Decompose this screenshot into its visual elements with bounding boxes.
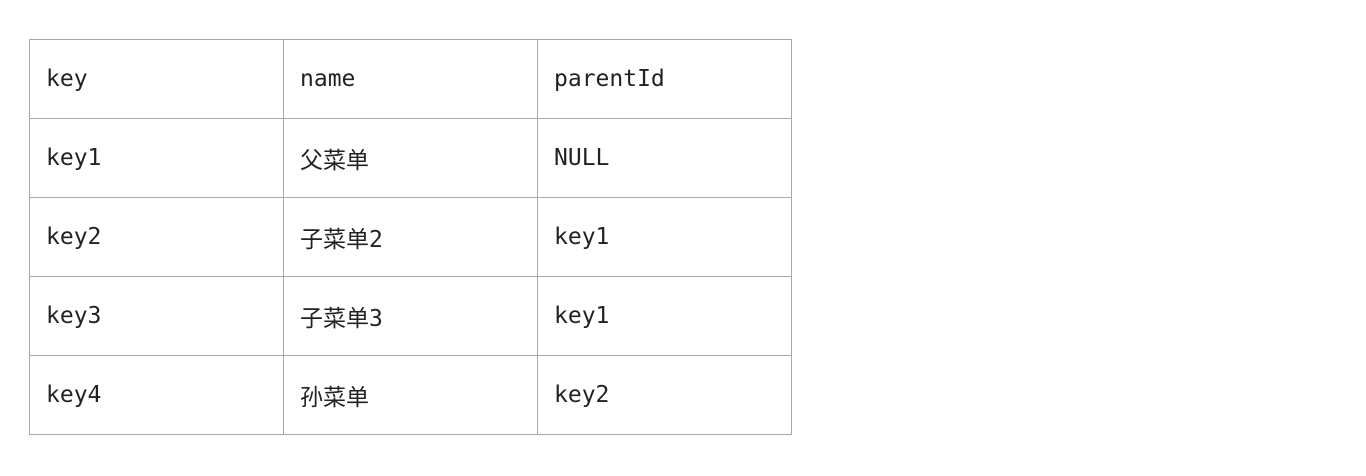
cell-key: key3 — [29, 276, 284, 356]
header-cell-key: key — [29, 39, 284, 119]
table-header-row: key name parentId — [29, 39, 792, 119]
menu-table: key name parentId key1 父菜单 NULL key2 子菜单… — [29, 39, 792, 435]
cell-parentid: key1 — [537, 197, 792, 277]
header-cell-parentid: parentId — [537, 39, 792, 119]
table-row: key3 子菜单3 key1 — [29, 276, 792, 356]
cell-key: key1 — [29, 118, 284, 198]
header-cell-name: name — [283, 39, 538, 119]
table-row: key2 子菜单2 key1 — [29, 197, 792, 277]
cell-name: 父菜单 — [283, 118, 538, 198]
cell-name: 子菜单2 — [283, 197, 538, 277]
table-row: key4 孙菜单 key2 — [29, 355, 792, 435]
cell-parentid: NULL — [537, 118, 792, 198]
cell-key: key4 — [29, 355, 284, 435]
cell-parentid: key2 — [537, 355, 792, 435]
table-row: key1 父菜单 NULL — [29, 118, 792, 198]
cell-key: key2 — [29, 197, 284, 277]
cell-parentid: key1 — [537, 276, 792, 356]
cell-name: 子菜单3 — [283, 276, 538, 356]
cell-name: 孙菜单 — [283, 355, 538, 435]
